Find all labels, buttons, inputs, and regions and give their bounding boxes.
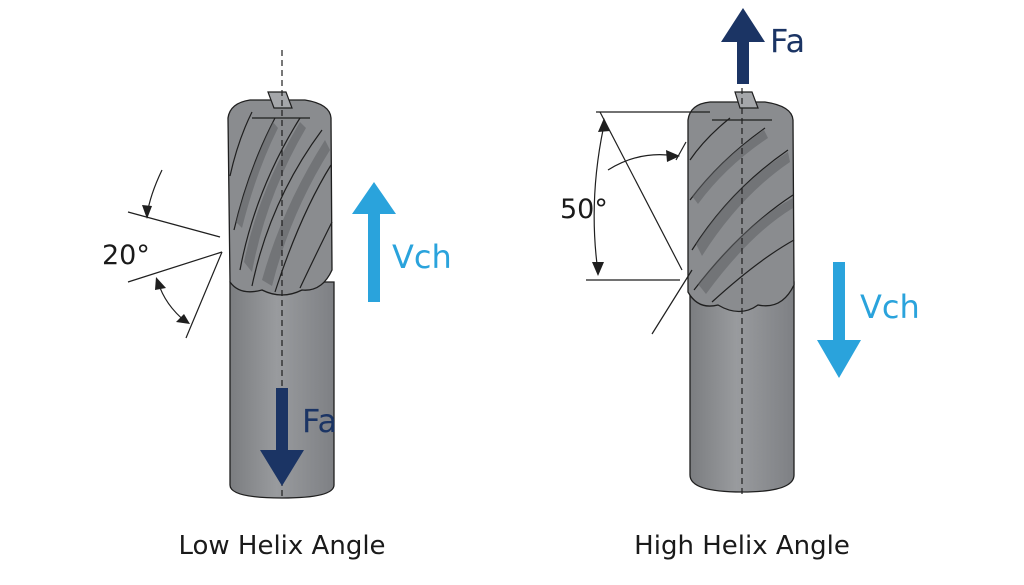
- low-helix-caption: Low Helix Angle: [178, 531, 385, 561]
- high-helix-angle-construction: [586, 111, 710, 335]
- low-helix-tip: [252, 91, 310, 119]
- low-helix-force-arrow: [260, 388, 304, 486]
- low-helix-flute-shading: [236, 122, 330, 286]
- high-helix-force-label: Fa: [770, 22, 805, 60]
- low-helix-velocity-label: Vch: [392, 238, 452, 276]
- high-helix-tool: 50° Fa Vch High Helix Angle: [560, 8, 920, 561]
- high-helix-angle-label: 50°: [560, 194, 608, 225]
- high-helix-flute-shading: [692, 130, 793, 294]
- high-helix-flute-body: [687, 101, 795, 313]
- high-helix-velocity-arrow: [817, 262, 861, 378]
- high-helix-caption: High Helix Angle: [634, 531, 850, 561]
- low-helix-flutes: [229, 111, 333, 293]
- low-helix-force-label: Fa: [302, 402, 337, 440]
- high-helix-velocity-label: Vch: [860, 288, 920, 326]
- low-helix-tool: 20° Vch Fa Low Helix Angle: [102, 50, 452, 561]
- high-helix-force-arrow: [721, 8, 765, 84]
- low-helix-angle-label: 20°: [102, 240, 150, 271]
- low-helix-velocity-arrow: [352, 182, 396, 302]
